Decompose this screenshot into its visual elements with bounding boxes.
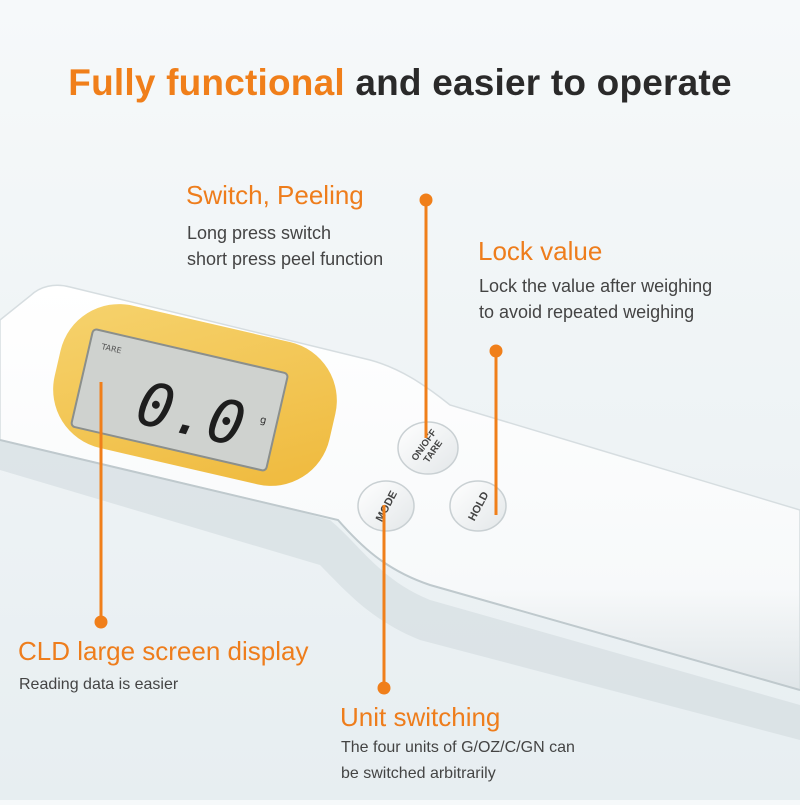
mode-button[interactable]: MODE	[357, 480, 415, 532]
leader-switch-dot	[419, 193, 433, 207]
callout-lcd-text: Reading data is easier	[19, 672, 178, 698]
headline-accent: Fully functional	[68, 62, 345, 103]
callout-unit-line-1: The four units of G/OZ/C/GN can	[341, 739, 575, 756]
callout-lines	[94, 193, 503, 695]
callout-switch-line-2: short press peel function	[187, 249, 384, 269]
callout-lock-text: Lock the value after weighing to avoid r…	[479, 273, 712, 325]
callout-lcd-line-1: Reading data is easier	[19, 676, 179, 693]
hold-button[interactable]: HOLD	[449, 480, 507, 532]
leader-unit-dot	[377, 681, 391, 695]
callout-lock-title: Lock value	[478, 236, 603, 266]
lcd-unit: g	[259, 415, 268, 427]
leader-lcd-dot	[94, 615, 108, 629]
device-shadow	[0, 430, 800, 740]
callout-lcd-title: CLD large screen display	[18, 636, 309, 666]
headline-rest: and easier to operate	[355, 62, 732, 103]
onoff-tare-button[interactable]: ON/OFF TARE	[397, 421, 459, 475]
callout-lock-line-1: Lock the value after weighing	[479, 276, 713, 296]
callout-unit-line-2: be switched arbitrarily	[341, 765, 496, 782]
callout-unit-text: The four units of G/OZ/C/GN can be switc…	[341, 735, 575, 787]
callout-switch-title: Switch, Peeling	[186, 180, 364, 210]
leader-lock-dot	[489, 344, 503, 358]
device-edge	[0, 439, 800, 691]
headline: Fully functional and easier to operate	[0, 62, 800, 104]
callout-switch-line-1: Long press switch	[187, 223, 332, 243]
callout-switch-text: Long press switch short press peel funct…	[187, 220, 383, 272]
callout-lock-line-2: to avoid repeated weighing	[479, 302, 695, 322]
callout-unit-title: Unit switching	[340, 702, 501, 732]
